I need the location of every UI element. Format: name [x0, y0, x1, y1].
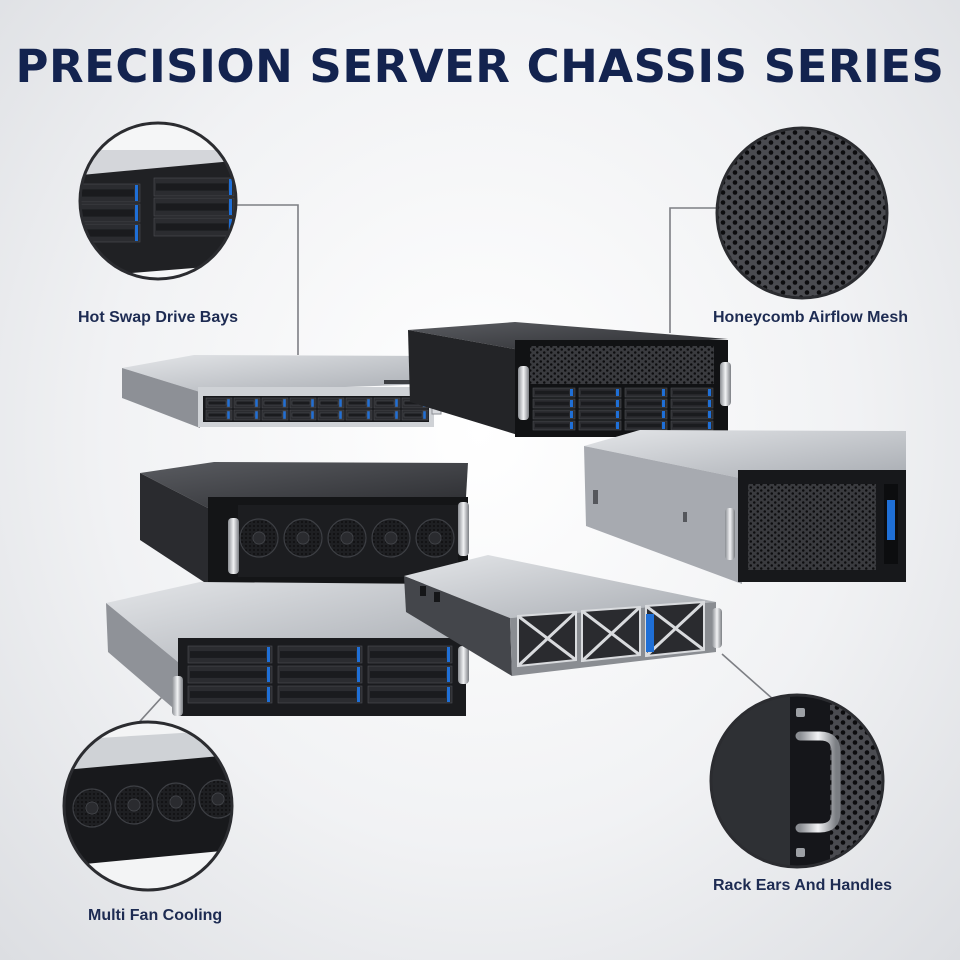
hot-swap-zoom-circle — [78, 121, 238, 281]
callout-rack-ears-label: Rack Ears And Handles — [713, 877, 893, 894]
callout-multi-fan-label: Multi Fan Cooling — [88, 907, 223, 924]
server-2u-xbrace — [404, 555, 722, 676]
server-2u-storage — [106, 582, 469, 716]
callout-hot-swap-label: Hot Swap Drive Bays — [78, 309, 239, 326]
rack-ears-zoom-circle — [709, 693, 885, 869]
rack-ears-connector — [721, 653, 775, 701]
server-3u-mesh-storage — [408, 322, 731, 437]
page-title: PRECISION SERVER CHASSIS SERIES — [15, 40, 945, 93]
server-2u-fan-wall — [140, 462, 469, 586]
honeycomb-connector — [669, 207, 718, 333]
multi-fan-zoom-circle — [62, 720, 234, 892]
honeycomb-zoom-circle — [715, 126, 889, 300]
server-1u-drive-bay — [122, 355, 442, 428]
server-4u-honeycomb — [584, 430, 906, 584]
callout-honeycomb-label: Honeycomb Airflow Mesh — [713, 309, 908, 326]
hot-swap-connector — [236, 204, 299, 355]
